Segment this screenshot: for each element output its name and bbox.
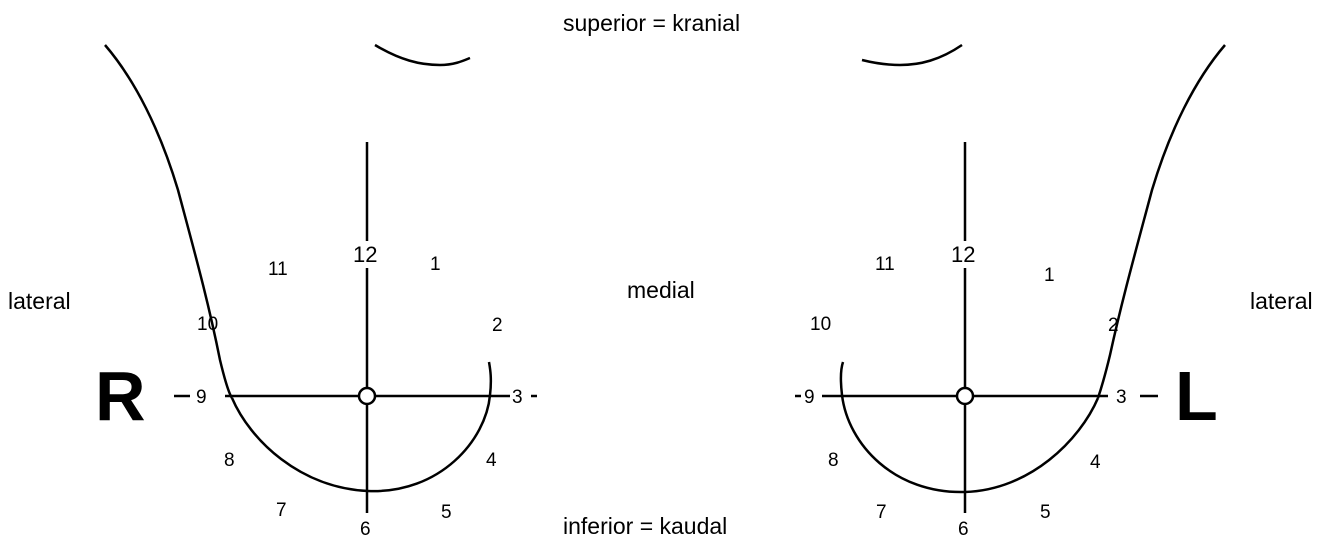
right-clock-8: 8 (224, 450, 235, 471)
left-clock-7: 7 (876, 502, 887, 523)
left-clock-3: 3 (1116, 387, 1127, 408)
left-clock-8: 8 (828, 450, 839, 471)
left-clock-5: 5 (1040, 502, 1051, 523)
right-clock-2: 2 (492, 315, 503, 336)
left-clock-4: 4 (1090, 452, 1101, 473)
left-body-outline (1096, 44, 1226, 399)
left-breast (795, 43, 1226, 513)
right-breast-contour (230, 361, 493, 493)
right-clock-1: 1 (430, 254, 441, 275)
right-nipple (357, 386, 377, 406)
left-clock-numbers: 12 1 2 3 4 5 6 7 8 9 10 11 (804, 242, 1127, 540)
left-side-letter: L (1175, 357, 1218, 435)
right-clock-3: 3 (512, 387, 523, 408)
left-clock-1: 1 (1044, 265, 1055, 286)
left-clock-10: 10 (810, 314, 831, 335)
right-clock-7: 7 (276, 500, 287, 521)
right-clock-12: 12 (353, 242, 377, 267)
inferior-label: inferior = kaudal (563, 513, 728, 539)
left-clock-9: 9 (804, 387, 815, 408)
right-clock-4: 4 (486, 450, 497, 471)
right-side-letter: R (95, 357, 146, 435)
medial-label: medial (627, 277, 695, 303)
right-clock-9: 9 (196, 387, 207, 408)
left-nipple (955, 386, 975, 406)
left-clock-11: 11 (875, 254, 895, 275)
left-clock-6: 6 (958, 519, 969, 540)
right-body-outline (104, 44, 234, 399)
lateral-label-right-breast: lateral (8, 288, 71, 314)
right-clock-10: 10 (197, 314, 218, 335)
right-clock-5: 5 (441, 502, 452, 523)
right-breast (104, 43, 537, 513)
lateral-label-left-breast: lateral (1250, 288, 1313, 314)
left-clock-12: 12 (951, 242, 975, 267)
left-neck-curve (861, 43, 963, 67)
superior-label: superior = kranial (563, 10, 741, 36)
right-clock-6: 6 (360, 519, 371, 540)
left-clock-2: 2 (1108, 315, 1119, 336)
right-clock-11: 11 (268, 259, 288, 280)
right-neck-curve (374, 43, 471, 67)
right-clock-numbers: 12 1 2 3 4 5 6 7 8 9 10 11 (196, 242, 523, 540)
left-breast-contour (839, 361, 1100, 494)
